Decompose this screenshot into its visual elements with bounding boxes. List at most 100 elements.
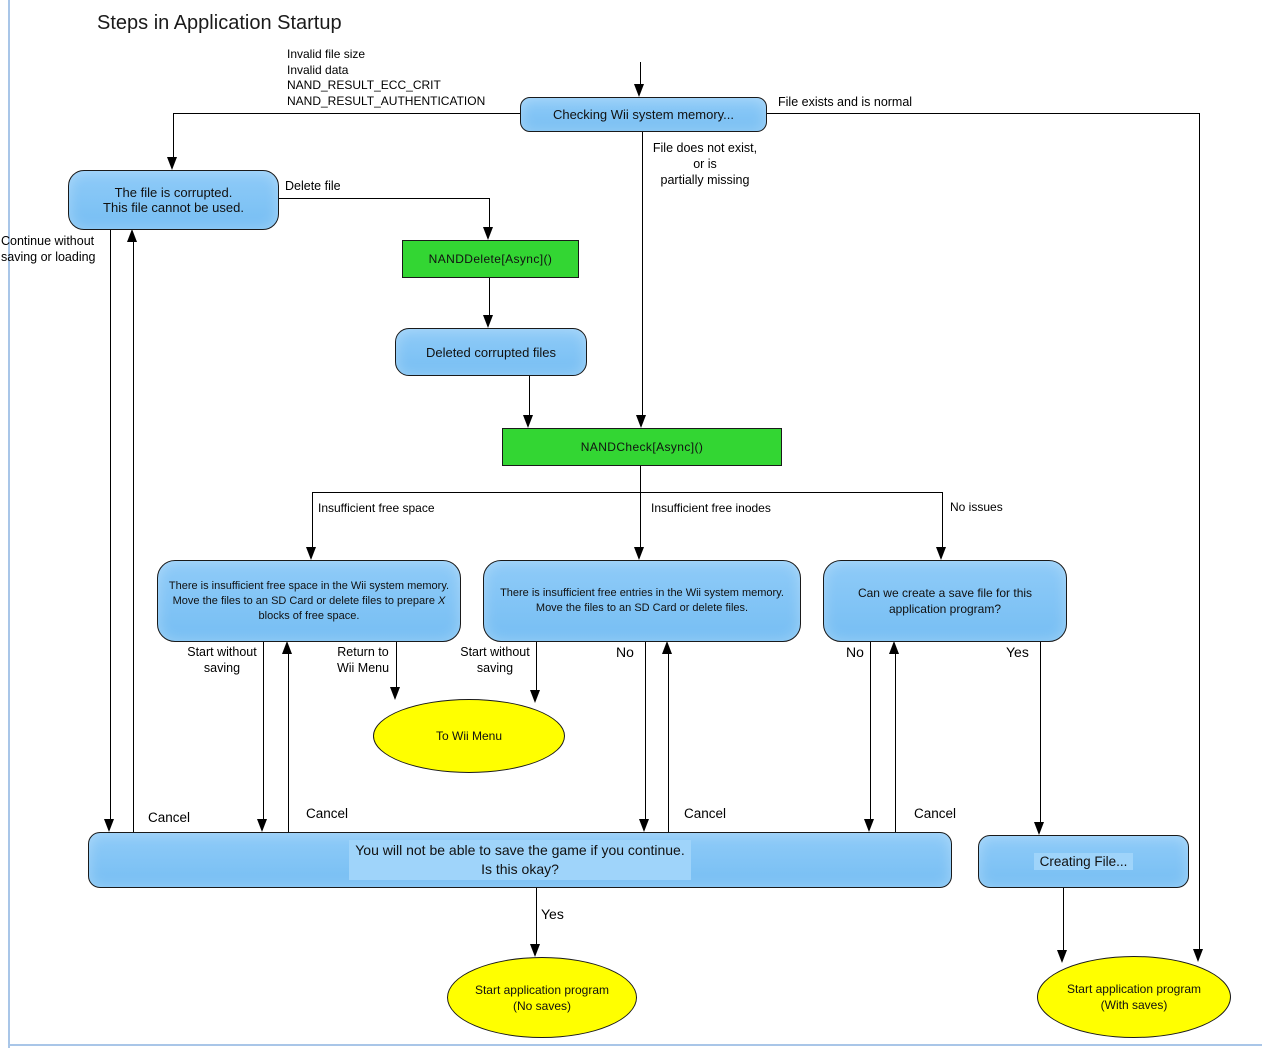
node-file-corrupted: The file is corrupted. This file cannot …: [68, 170, 279, 230]
edge-start-to-checking: [640, 62, 642, 85]
insufficient-space-italic-x: X: [438, 594, 446, 607]
node-can-create-save-file-label: Can we create a save file for this appli…: [857, 586, 1033, 616]
edge-nandcheck-down: [640, 464, 642, 493]
arrowhead-into-deleted: [483, 315, 493, 328]
edge-branch-inodes-v: [640, 492, 642, 547]
arrowhead-into-space-box: [306, 547, 316, 560]
arrowhead-into-no-saves: [530, 944, 540, 957]
node-insufficient-free-inodes-label: There is insufficient free entries in th…: [500, 587, 784, 614]
node-confirm-no-save-label: You will not be able to save the game if…: [349, 840, 691, 880]
arrowhead-continue-into-confirm: [104, 819, 114, 832]
label-insufficient-space: Insufficient free space: [318, 501, 435, 515]
arrowhead-into-with-saves-right: [1193, 949, 1203, 962]
edge-cancel-up-inodes-box: [668, 654, 670, 832]
label-cancel-2: Cancel: [306, 806, 349, 821]
edge-cancel-up-cancreate-box: [895, 654, 897, 832]
page-left-border: [8, 0, 10, 1048]
arrowhead-into-checking: [634, 84, 644, 97]
label-start-without-saving-2: Start without saving: [460, 645, 530, 675]
edge-no1-down: [645, 640, 647, 819]
label-cancel-3: Cancel: [684, 806, 727, 821]
arrowhead-into-corrupted: [167, 157, 177, 170]
node-nand-delete: NANDDelete[Async](): [402, 240, 579, 278]
arrowhead-cancel-into-corrupted: [127, 229, 137, 242]
arrowhead-startwosave1-into-confirm: [257, 819, 267, 832]
node-creating-file-label: Creating File...: [1033, 853, 1134, 870]
arrowhead-into-towiimenu-left: [390, 687, 400, 700]
label-cancel-1: Cancel: [148, 810, 191, 825]
node-nand-check-label: NANDCheck[Async](): [580, 440, 704, 454]
arrowhead-into-creating-file: [1034, 822, 1044, 835]
label-file-missing: File does not exist, or is partially mis…: [652, 141, 758, 187]
label-yes-2: Yes: [541, 906, 564, 922]
edge-yes2-down: [536, 886, 538, 944]
node-checking-wii-memory-label: Checking Wii system memory...: [552, 107, 735, 122]
arrowhead-into-nandcheck-right: [636, 415, 646, 428]
label-cancel-4: Cancel: [914, 806, 957, 821]
edge-checking-to-corrupted-h: [173, 113, 520, 115]
node-start-no-saves-label: Start application program (No saves): [474, 982, 610, 1013]
node-start-with-saves-label: Start application program (With saves): [1066, 982, 1202, 1012]
node-start-no-saves: Start application program (No saves): [447, 957, 637, 1038]
label-continue-without: Continue without saving or loading: [1, 234, 96, 264]
insufficient-space-text-1: There is insufficient free space in the …: [168, 579, 450, 607]
arrowhead-into-cancreate-box: [936, 547, 946, 560]
arrowhead-into-with-saves-left: [1057, 950, 1067, 963]
label-start-without-saving-1: Start without saving: [187, 645, 257, 675]
node-to-wii-menu: To Wii Menu: [373, 699, 565, 773]
edge-no2-down: [870, 640, 872, 819]
edge-file-exists-h: [765, 113, 1200, 115]
edge-nanddelete-to-deleted: [489, 276, 491, 315]
edge-delete-file-h: [277, 198, 490, 200]
arrowhead-into-towiimenu-right: [530, 690, 540, 703]
edge-creating-to-with-saves: [1063, 886, 1065, 950]
node-creating-file: Creating File...: [978, 835, 1189, 888]
node-deleted-corrupted-files: Deleted corrupted files: [395, 328, 587, 376]
arrowhead-into-nandcheck-left: [523, 415, 533, 428]
edge-cancel-up-space-box: [288, 654, 290, 832]
label-delete-file: Delete file: [285, 179, 341, 193]
edge-delete-file-v: [489, 198, 491, 227]
edge-checking-to-corrupted-v: [173, 113, 175, 157]
edge-branch-space-v: [312, 492, 314, 547]
label-file-exists: File exists and is normal: [778, 95, 913, 109]
label-no-2: No: [846, 644, 864, 660]
node-insufficient-free-space: There is insufficient free space in the …: [157, 560, 461, 642]
arrowhead-no1-into-confirm: [639, 819, 649, 832]
edge-file-missing-v: [642, 130, 644, 415]
arrowhead-cancel-into-cancreate-box: [889, 641, 899, 654]
node-nand-delete-label: NANDDelete[Async](): [428, 252, 553, 266]
edge-corrupted-continue-down: [110, 228, 112, 819]
arrowhead-into-inodes-box: [634, 547, 644, 560]
node-file-corrupted-label: The file is corrupted. This file cannot …: [103, 185, 244, 215]
edge-deleted-to-nandcheck: [529, 374, 531, 415]
edge-cancel-up-corrupted: [133, 242, 135, 832]
arrowhead-no2-into-confirm: [864, 819, 874, 832]
edge-file-exists-v: [1199, 113, 1201, 949]
insufficient-space-text-2: blocks of free space.: [258, 609, 360, 622]
edge-startwosave1-down: [263, 640, 265, 819]
label-no-1: No: [616, 644, 634, 660]
arrowhead-cancel-into-inodes-box: [662, 641, 672, 654]
edge-startwosave2-v: [536, 640, 538, 690]
label-invalid-reasons: Invalid file size Invalid data NAND_RESU…: [287, 47, 486, 108]
node-confirm-no-save: You will not be able to save the game if…: [88, 832, 952, 888]
node-to-wii-menu-label: To Wii Menu: [435, 729, 503, 743]
node-start-with-saves: Start application program (With saves): [1037, 956, 1231, 1038]
arrowhead-cancel-into-space-box: [282, 641, 292, 654]
page-title: Steps in Application Startup: [97, 12, 342, 34]
edge-return-to-menu-v: [396, 640, 398, 687]
label-insufficient-inodes: Insufficient free inodes: [651, 501, 771, 515]
label-yes-1: Yes: [1006, 644, 1029, 660]
node-can-create-save-file: Can we create a save file for this appli…: [823, 560, 1067, 642]
edge-branch-noissues-v: [942, 492, 944, 547]
edge-branch-h: [312, 492, 943, 494]
node-insufficient-free-inodes: There is insufficient free entries in th…: [483, 560, 801, 642]
node-checking-wii-memory: Checking Wii system memory...: [520, 97, 767, 132]
node-nand-check: NANDCheck[Async](): [502, 428, 782, 466]
arrowhead-into-nanddelete: [483, 227, 493, 240]
node-deleted-corrupted-files-label: Deleted corrupted files: [425, 344, 557, 360]
node-insufficient-free-space-label: There is insufficient free space in the …: [159, 579, 459, 624]
label-no-issues: No issues: [950, 500, 1003, 514]
